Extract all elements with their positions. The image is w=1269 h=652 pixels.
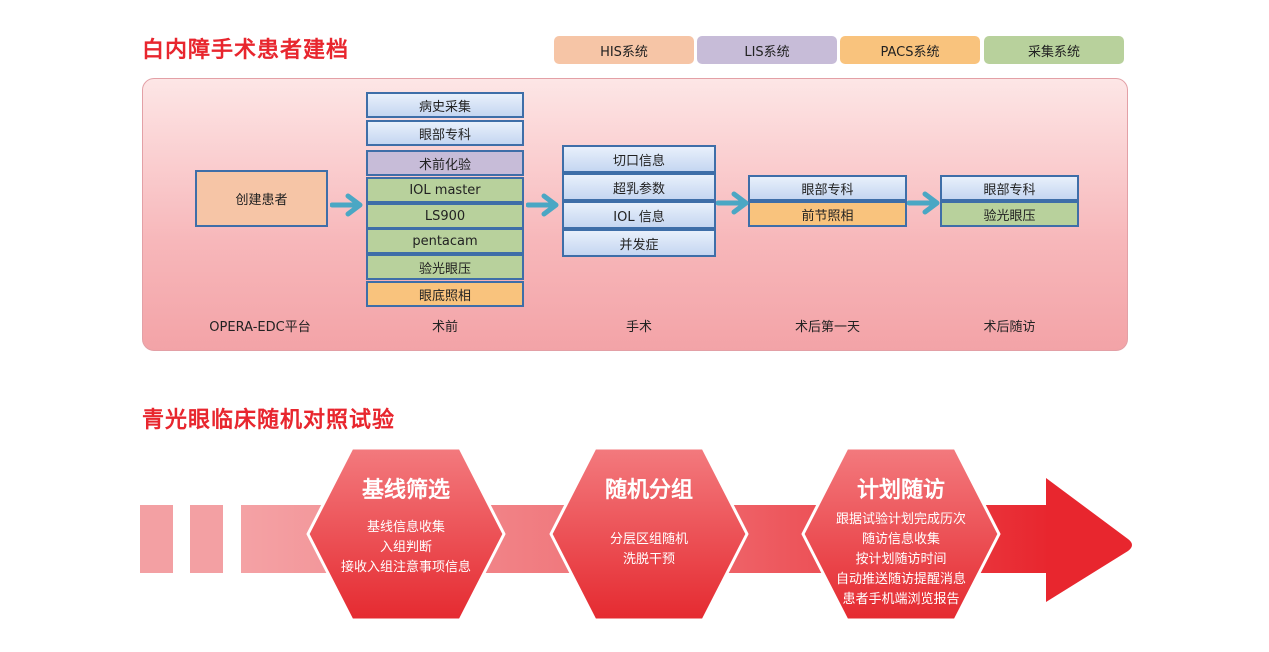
flow-arrow-icon (526, 193, 559, 217)
flow-arrow-icon (907, 191, 940, 215)
step-line: 入组判断 (379, 540, 432, 555)
legend-pacs: PACS系统 (840, 36, 980, 64)
step-body: 分层区组随机 洗脱干预 (549, 530, 749, 570)
band-dash (190, 505, 223, 573)
stage-label: 术后随访 (983, 320, 1036, 335)
step-line: 自动推送随访提醒消息 (835, 572, 966, 587)
flow-arrow-icon (716, 191, 749, 215)
step-body: 跟据试验计划完成历次 随访信息收集 按计划随访时间 自动推送随访提醒消息 患者手… (801, 510, 1001, 610)
create-patient-box: 创建患者 (195, 170, 328, 227)
preop-item: 验光眼压 (366, 254, 524, 280)
preop-item: 眼底照相 (366, 281, 524, 307)
postop-item: 前节照相 (748, 201, 907, 227)
preop-item: LS900 (366, 203, 524, 229)
step-line: 洗脱干预 (622, 552, 675, 567)
surgery-item: 超乳参数 (562, 173, 716, 201)
preop-item: 术前化验 (366, 150, 524, 176)
step-line: 患者手机端浏览报告 (842, 592, 960, 607)
step-line: 随访信息收集 (861, 532, 940, 547)
arrow-head-icon (1046, 478, 1132, 602)
legend-lis: LIS系统 (697, 36, 837, 64)
hex-step-3 (801, 446, 1001, 622)
postop-item: 眼部专科 (748, 175, 907, 201)
step-line: 基线信息收集 (366, 520, 445, 535)
step-title: 基线筛选 (361, 478, 450, 503)
section2-title: 青光眼临床随机对照试验 (142, 408, 396, 433)
preop-item: 眼部专科 (366, 120, 524, 146)
step-title: 随机分组 (604, 478, 693, 503)
section1-title: 白内障手术患者建档 (142, 38, 350, 63)
stage-label: 手术 (625, 320, 652, 335)
flow-arrow-icon (330, 193, 363, 217)
surgery-item: IOL 信息 (562, 201, 716, 229)
preop-item: IOL master (366, 177, 524, 203)
followup-item: 眼部专科 (940, 175, 1079, 201)
stage-label: OPERA-EDC平台 (209, 320, 311, 335)
process-band (140, 446, 1132, 622)
stage-label: 术前 (431, 320, 458, 335)
step-title: 计划随访 (856, 478, 945, 503)
preop-item: 病史采集 (366, 92, 524, 118)
followup-item: 验光眼压 (940, 201, 1079, 227)
hex-step-2 (549, 446, 749, 622)
band-dash (140, 505, 173, 573)
legend-collect: 采集系统 (984, 36, 1124, 64)
surgery-item: 切口信息 (562, 145, 716, 173)
step-line: 接收入组注意事项信息 (340, 560, 471, 575)
stage-label: 术后第一天 (794, 320, 860, 335)
preop-item: pentacam (366, 228, 524, 254)
surgery-item: 并发症 (562, 229, 716, 257)
hex-step-1 (306, 446, 506, 622)
step-body: 基线信息收集 入组判断 接收入组注意事项信息 (306, 518, 506, 578)
step-line: 按计划随访时间 (855, 552, 947, 567)
step-line: 分层区组随机 (609, 532, 688, 547)
step-line: 跟据试验计划完成历次 (835, 512, 966, 527)
legend-his: HIS系统 (554, 36, 694, 64)
